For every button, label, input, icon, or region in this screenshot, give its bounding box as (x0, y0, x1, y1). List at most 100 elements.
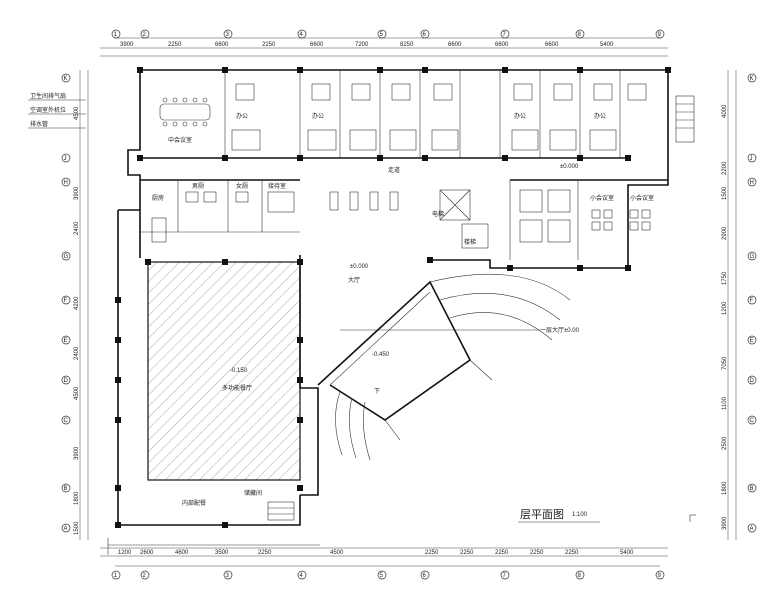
side-axis-bubbles: K J H G F E D C B A K J H G F E D C B A (61, 73, 757, 533)
level-corridor: ±0.000 (560, 164, 579, 170)
dim-top: 2250 (168, 42, 182, 48)
legend-notes: 卫生间排气扇 空调室外机位 排水管 (28, 92, 86, 129)
room-kitchen: 厨房 (152, 194, 164, 202)
svg-text:H: H (64, 180, 68, 186)
svg-text:K: K (750, 76, 754, 82)
svg-text:G: G (750, 254, 755, 260)
svg-text:1750: 1750 (722, 271, 728, 285)
svg-text:2250: 2250 (565, 550, 579, 556)
room-office: 办公 (312, 112, 324, 120)
dim-top: 3900 (120, 42, 134, 48)
diagonal-entrance (317, 273, 571, 461)
room-small-meeting: 小会议室 (590, 194, 614, 202)
dim-top: 6600 (215, 42, 229, 48)
svg-text:3900: 3900 (74, 186, 80, 200)
structural-columns (115, 67, 671, 528)
room-small-meeting: 小会议室 (630, 194, 654, 202)
svg-text:6: 6 (423, 573, 427, 579)
room-lobby: 大厅 (348, 276, 360, 284)
svg-text:4600: 4600 (175, 550, 189, 556)
axis-label: 3 (226, 32, 230, 38)
bottom-axis-bubbles: 1 2 3 4 5 6 7 8 9 (111, 570, 665, 580)
svg-text:2900: 2900 (722, 226, 728, 240)
svg-text:空调室外机位: 空调室外机位 (30, 106, 66, 114)
svg-text:C: C (64, 418, 69, 424)
svg-text:K: K (64, 76, 68, 82)
svg-text:G: G (64, 254, 69, 260)
room-stair: 楼梯 (464, 238, 476, 246)
svg-text:5400: 5400 (620, 550, 634, 556)
side-dimension-lines (79, 70, 737, 540)
svg-text:2600: 2600 (140, 550, 154, 556)
axis-label: 2 (143, 32, 147, 38)
axis-label: 6 (423, 32, 427, 38)
svg-text:1800: 1800 (722, 481, 728, 495)
svg-text:排水管: 排水管 (30, 120, 48, 128)
svg-text:9: 9 (658, 573, 662, 579)
bottom-dimension-lines (100, 547, 668, 567)
svg-text:A: A (64, 526, 68, 532)
exterior-stair (675, 95, 695, 143)
svg-text:2250: 2250 (258, 550, 272, 556)
svg-text:F: F (64, 298, 68, 304)
small-meeting-rooms (509, 179, 668, 260)
room-toilet-f: 女厕 (236, 182, 248, 190)
room-reception: 接待室 (268, 182, 286, 190)
room-office: 办公 (236, 112, 248, 120)
dim-top: 6600 (310, 42, 324, 48)
axis-label: 1 (114, 32, 118, 38)
level-hall: -0.150 (230, 368, 248, 374)
svg-text:3500: 3500 (215, 550, 229, 556)
svg-text:1500: 1500 (74, 521, 80, 535)
axis-label: 9 (658, 32, 662, 38)
level-entry: -0.450 (372, 352, 390, 358)
svg-text:4500: 4500 (74, 106, 80, 120)
svg-text:B: B (64, 486, 68, 492)
svg-text:2500: 2500 (722, 436, 728, 450)
meeting-table (159, 97, 211, 127)
service-core (140, 179, 489, 249)
svg-text:1800: 1800 (74, 491, 80, 505)
dim-top: 7200 (355, 42, 369, 48)
top-dimension-texts: 3900 2250 6600 2250 6600 7200 8250 6600 … (120, 42, 614, 48)
svg-text:D: D (64, 378, 69, 384)
svg-text:卫生间排气扇: 卫生间排气扇 (30, 92, 66, 100)
svg-text:4200: 4200 (74, 296, 80, 310)
top-dimension-lines (100, 37, 668, 57)
svg-text:J: J (64, 156, 67, 162)
dim-top: 6600 (545, 42, 559, 48)
room-storage: 储藏间 (244, 489, 262, 497)
floor-note: 一层大厅±0.00 (340, 326, 580, 334)
dim-top: 6600 (448, 42, 462, 48)
bottom-dimension-texts: 1200 2600 4600 3500 2250 4500 2250 2250 … (118, 550, 634, 556)
svg-text:E: E (64, 338, 68, 344)
svg-text:2400: 2400 (74, 221, 80, 235)
room-labels: 中会议室 办公 办公 办公 办公 走道 男厕 女厕 接待室 电梯 楼梯 小会议室… (152, 112, 654, 507)
svg-text:2200: 2200 (722, 161, 728, 175)
svg-text:5: 5 (380, 573, 384, 579)
svg-text:2250: 2250 (495, 550, 509, 556)
svg-text:1: 1 (114, 573, 118, 579)
svg-text:8: 8 (578, 573, 582, 579)
room-meeting: 中会议室 (168, 136, 192, 144)
svg-text:H: H (750, 180, 754, 186)
dim-top: 6600 (495, 42, 509, 48)
axis-label: 4 (300, 32, 304, 38)
svg-text:7050: 7050 (722, 356, 728, 370)
left-dimension-texts: 4500 3900 2400 4200 2400 4500 3900 1800 … (74, 106, 80, 535)
svg-text:1100: 1100 (722, 396, 728, 410)
svg-text:4000: 4000 (722, 104, 728, 118)
svg-text:1200: 1200 (722, 301, 728, 315)
drawing-title-block: 层平面图 1:100 (518, 508, 696, 523)
hall-stair (151, 217, 295, 521)
svg-text:4: 4 (300, 573, 304, 579)
svg-text:2400: 2400 (74, 346, 80, 360)
svg-text:A: A (750, 526, 754, 532)
axis-label: 7 (503, 32, 507, 38)
svg-text:B: B (750, 486, 754, 492)
level-lobby: ±0.000 (350, 264, 369, 270)
svg-text:7: 7 (503, 573, 507, 579)
room-elevator: 电梯 (432, 210, 444, 218)
room-multi-hall: 多功能餐厅 (222, 384, 252, 392)
